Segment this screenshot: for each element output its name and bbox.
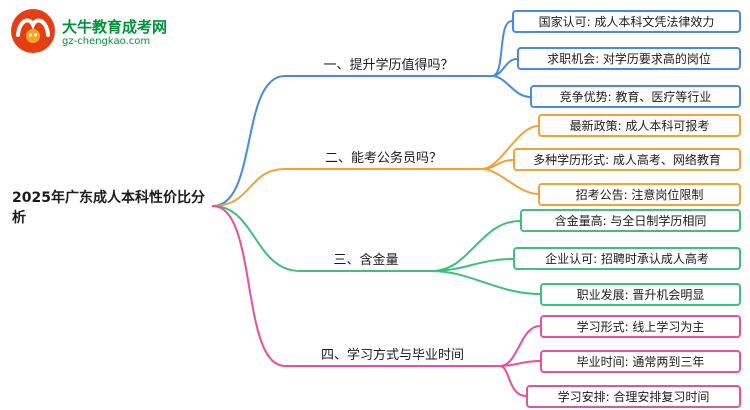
leaf-node: 毕业时间: 通常两到三年 xyxy=(540,350,741,373)
leaf-node: 含金量高: 与全日制学历相同 xyxy=(520,209,741,232)
branch-node-2: 二、能考公务员吗？ xyxy=(324,151,442,166)
leaf-node: 学习形式: 线上学习为主 xyxy=(540,315,741,338)
connector-line xyxy=(499,325,541,367)
connector-line xyxy=(481,168,539,195)
leaf-node: 多种学历形式: 成人高考、网络教育 xyxy=(513,148,741,171)
branch-line xyxy=(212,205,501,367)
connector-line xyxy=(499,360,541,367)
connector-line xyxy=(491,20,513,77)
leaf-node: 竞争优势: 教育、医疗等行业 xyxy=(530,85,741,108)
branch-node-3: 三、含金量 xyxy=(333,253,399,268)
branch-node-4: 四、学习方式与毕业时间 xyxy=(320,348,464,363)
bull-logo-icon xyxy=(10,8,56,58)
leaf-node: 国家认可: 成人本科文凭法律效力 xyxy=(512,10,741,33)
root-node: 2025年广东成人本科性价比分析 xyxy=(12,190,205,226)
leaf-node: 求职机会: 对学历要求高的岗位 xyxy=(517,47,741,70)
logo-title: 大牛教育成考网 xyxy=(62,17,168,36)
leaf-node: 企业认可: 招聘时承认成人高考 xyxy=(513,247,741,270)
leaf-node: 最新政策: 成人本科可报考 xyxy=(538,114,741,137)
branch-node-1: 一、提升学历值得吗？ xyxy=(323,58,454,73)
leaf-node: 招考公告: 注意岗位限制 xyxy=(538,183,741,206)
connector-line xyxy=(499,365,527,397)
logo-subtitle: gz-chengkao.com xyxy=(62,35,151,47)
branch-line xyxy=(212,205,433,272)
connector-line xyxy=(431,270,541,295)
site-logo: 大牛教育成考网 gz-chengkao.com xyxy=(10,8,167,58)
connector-line xyxy=(431,220,521,272)
connector-line xyxy=(491,75,531,98)
leaf-node: 学习安排: 合理安排复习时间 xyxy=(526,385,741,408)
branch-line xyxy=(212,75,493,207)
branch-line xyxy=(212,168,483,207)
leaf-node: 职业发展: 晋升机会明显 xyxy=(540,283,741,306)
